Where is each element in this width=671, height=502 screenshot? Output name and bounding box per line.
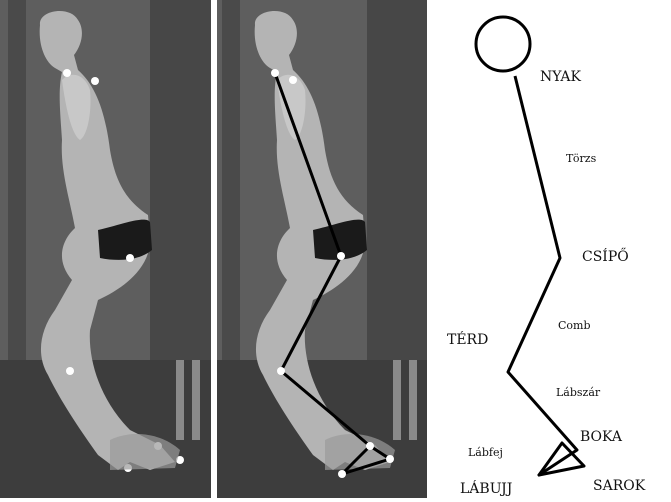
segment-lines [508, 76, 577, 475]
label-trunk: Törzs [566, 152, 597, 165]
label-hip: CSÍPŐ [582, 247, 629, 265]
photo-left-markers [0, 0, 211, 498]
head-circle [476, 17, 530, 71]
label-ankle: BOKA [580, 429, 623, 445]
label-thigh: Comb [558, 319, 591, 332]
photo-right-stick-overlay [217, 0, 427, 498]
label-heel: SAROK [593, 478, 646, 494]
label-knee: TÉRD [447, 330, 488, 348]
stick-figure-diagram: NYAK Törzs CSÍPŐ Comb TÉRD Lábszár BOKA … [427, 0, 671, 498]
label-neck: NYAK [540, 69, 582, 85]
label-toe: LÁBUJJ [460, 479, 512, 497]
label-foot: Lábfej [468, 446, 503, 459]
label-shank: Lábszár [556, 386, 601, 399]
